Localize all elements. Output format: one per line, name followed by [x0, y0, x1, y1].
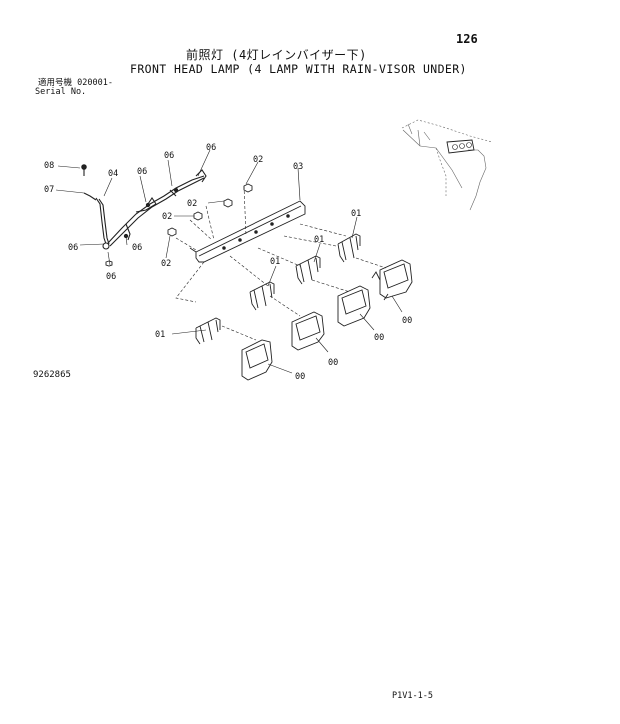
- page-number: 126: [456, 32, 478, 46]
- part-label: 04: [108, 169, 118, 179]
- part-label: 03: [293, 162, 303, 172]
- machine-cab-sketch: [401, 119, 493, 211]
- part-label: 01: [314, 235, 324, 245]
- serial-label-japanese: 適用号機 020001-: [38, 78, 113, 88]
- serial-label-english: Serial No.: [35, 87, 87, 97]
- part-label: 01: [155, 330, 165, 340]
- part-labels: 08 07 04 06 06 06 06 06 06 02 02 02 02 0…: [44, 143, 412, 382]
- part-label: 06: [106, 272, 116, 282]
- title-english: FRONT HEAD LAMP (4 LAMP WITH RAIN-VISOR …: [130, 62, 467, 76]
- part-label: 00: [374, 333, 384, 343]
- drawing-number: 9262865: [33, 370, 71, 380]
- part-label: 00: [328, 358, 338, 368]
- title-japanese: 前照灯 (4灯レインバイザー下): [186, 48, 367, 62]
- part-label: 02: [162, 212, 172, 222]
- assembly-lines: [175, 185, 387, 341]
- lamp-units: [241, 259, 413, 381]
- part-label: 00: [402, 316, 412, 326]
- part-label: 00: [295, 372, 305, 382]
- part-label: 01: [351, 209, 361, 219]
- lamp-brackets: [195, 233, 361, 345]
- part-label: 06: [164, 151, 174, 161]
- part-label: 02: [187, 199, 197, 209]
- part-label: 08: [44, 161, 54, 171]
- part-label: 07: [44, 185, 54, 195]
- sheet-code: P1V1-1-5: [392, 691, 433, 701]
- part-label: 02: [253, 155, 263, 165]
- part-label: 02: [161, 259, 171, 269]
- part-label: 06: [132, 243, 142, 253]
- part-label: 01: [270, 257, 280, 267]
- bolts: [105, 183, 253, 267]
- wire-harness: [81, 164, 207, 250]
- part-label: 06: [137, 167, 147, 177]
- bracket-plate: [189, 200, 306, 263]
- part-label: 06: [206, 143, 216, 153]
- part-label: 06: [68, 243, 78, 253]
